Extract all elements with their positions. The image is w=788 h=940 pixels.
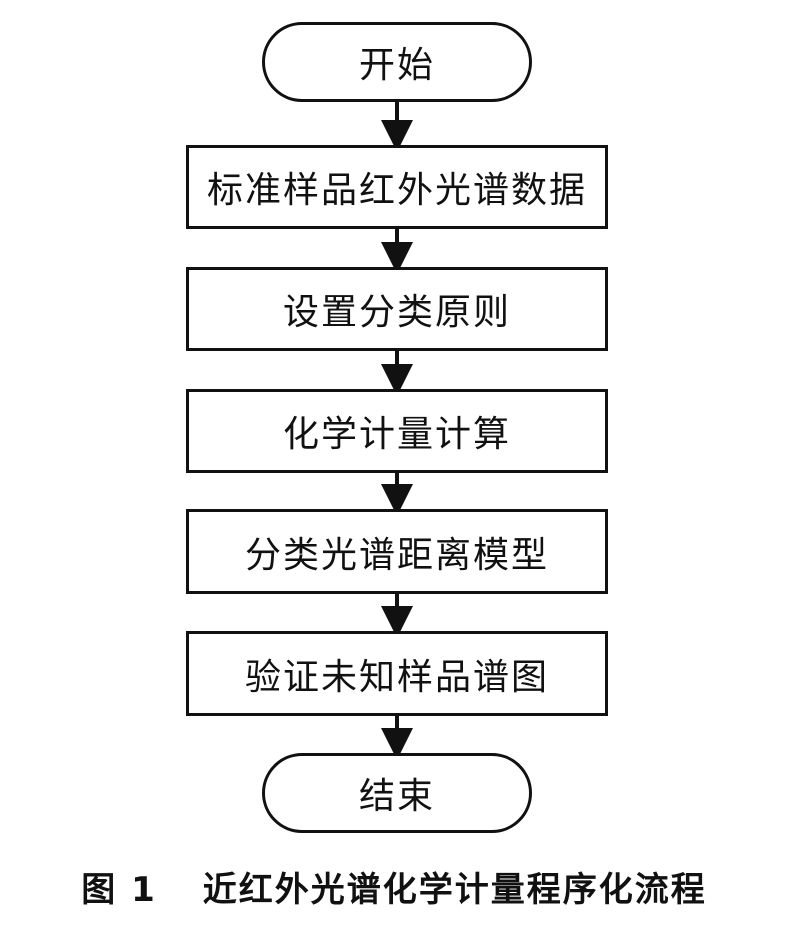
step-5-node: 验证未知样品谱图: [186, 631, 608, 716]
step-3-label: 化学计量计算: [282, 414, 511, 455]
figure-number: 图 1: [81, 870, 157, 910]
start-label: 开始: [358, 45, 435, 86]
start-node: 开始: [262, 22, 532, 102]
step-4-node: 分类光谱距离模型: [186, 509, 608, 594]
end-node: 结束: [262, 753, 532, 833]
step-3-node: 化学计量计算: [186, 389, 608, 473]
figure-caption: 图 1 近红外光谱化学计量程序化流程: [0, 862, 788, 911]
step-2-node: 设置分类原则: [186, 267, 608, 351]
step-1-node: 标准样品红外光谱数据: [186, 145, 608, 229]
end-label: 结束: [358, 776, 435, 817]
step-1-label: 标准样品红外光谱数据: [206, 170, 587, 211]
figure-title: 近红外光谱化学计量程序化流程: [202, 870, 707, 910]
step-2-label: 设置分类原则: [282, 292, 511, 333]
step-5-label: 验证未知样品谱图: [244, 656, 549, 698]
step-4-label: 分类光谱距离模型: [244, 534, 549, 576]
